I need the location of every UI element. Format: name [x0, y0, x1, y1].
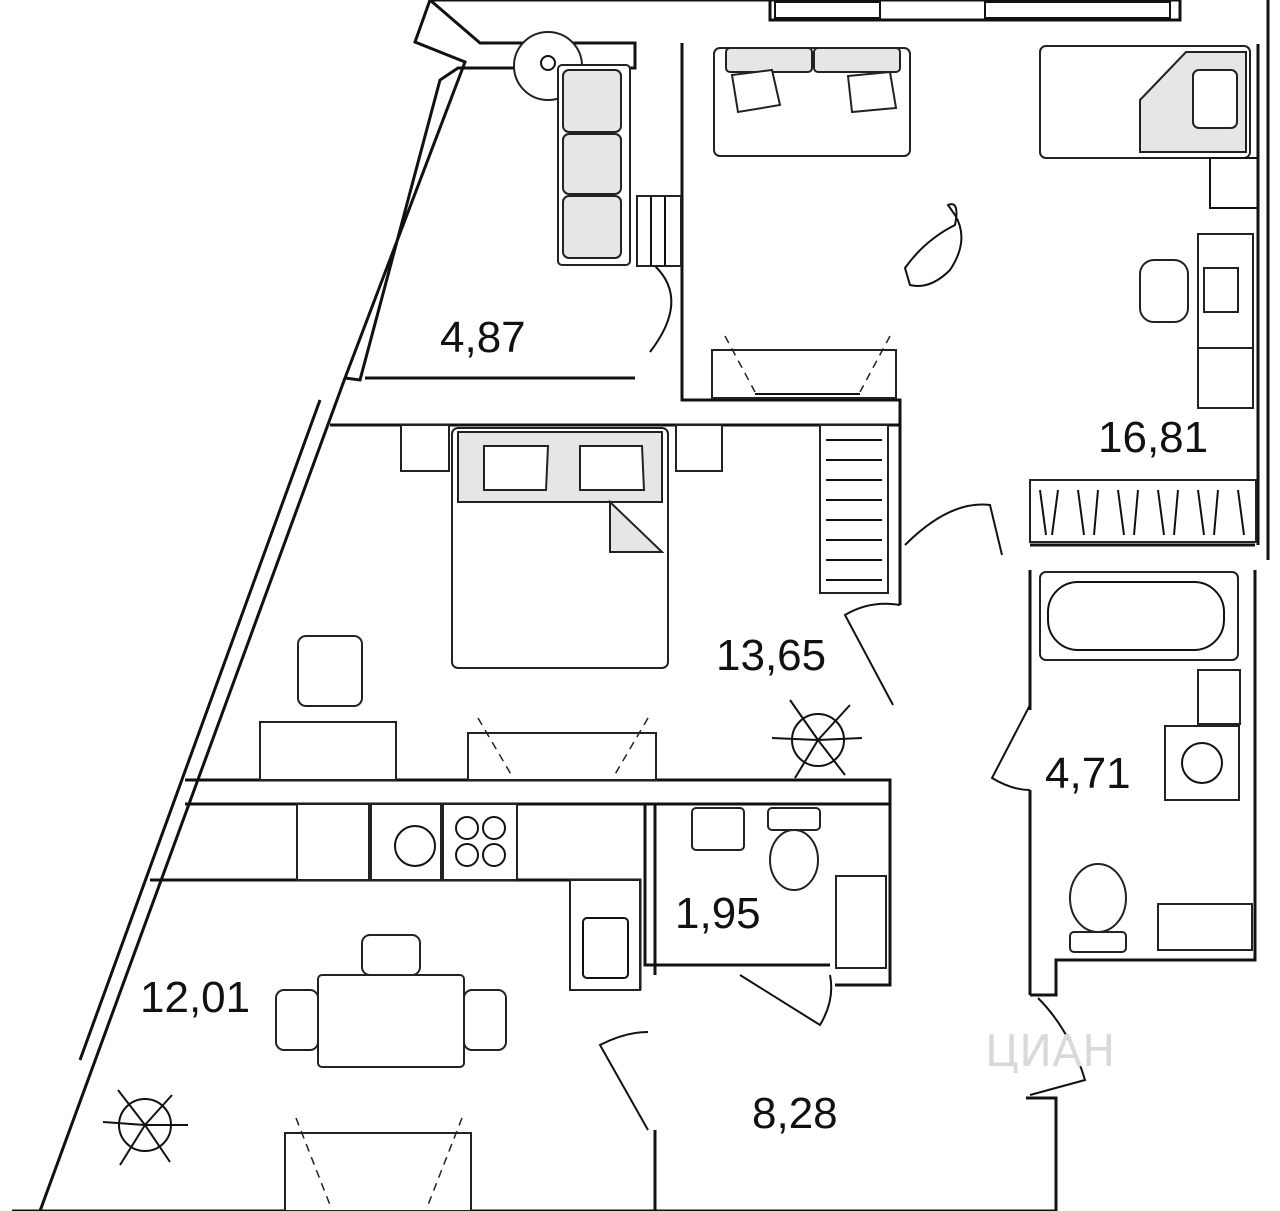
- nightstand-right: [675, 424, 723, 472]
- wardrobe-bedroom: [819, 424, 889, 594]
- dining-table: [317, 974, 465, 1068]
- dishwasher: [296, 803, 370, 881]
- kitchen-tv-stand: [284, 1132, 472, 1211]
- ottoman: [297, 635, 363, 707]
- area-bathroom: 4,71: [1045, 749, 1131, 798]
- wc-furniture: [691, 807, 887, 1027]
- kitchen-furniture: [102, 803, 641, 1211]
- plant-bedroom: [771, 699, 863, 779]
- office-chair: [1139, 259, 1189, 323]
- door-swing: [649, 265, 673, 353]
- wardrobe-living: [1029, 479, 1257, 543]
- area-living-room: 16,81: [1098, 413, 1208, 462]
- tv-stand: [711, 349, 897, 399]
- bedroom-furniture: [259, 424, 901, 781]
- bedroom-tv-stand: [467, 732, 657, 781]
- door-swing: [843, 602, 901, 706]
- door-swing: [739, 974, 833, 1027]
- area-balcony: 4,87: [440, 313, 526, 362]
- bathtub: [1039, 571, 1239, 661]
- door-swing: [904, 503, 1003, 556]
- bath-toilet: [1069, 863, 1127, 933]
- bath-sink: [1197, 669, 1241, 725]
- entrance-door-swing: [1029, 997, 1087, 1096]
- door-swing: [990, 704, 1031, 791]
- watermark: ЦИАН: [985, 1026, 1115, 1077]
- washing-machine: [1164, 725, 1240, 801]
- dresser: [259, 721, 397, 781]
- chair-left: [275, 989, 319, 1051]
- cooktop: [442, 803, 518, 881]
- living-room-furniture: [711, 45, 1259, 556]
- windows-top: [774, 1, 1171, 19]
- cat-figure: [903, 203, 963, 287]
- kitchen-sink: [569, 879, 641, 991]
- balcony-furniture: [513, 31, 682, 353]
- entrance-doors: [598, 997, 1087, 1131]
- plant-kitchen: [102, 1089, 188, 1166]
- wc-toilet: [769, 829, 819, 891]
- washing-machine-kitchen: [370, 803, 442, 881]
- area-kitchen: 12,01: [140, 973, 250, 1022]
- outer-walls: [12, 0, 1270, 1211]
- wc-sink: [691, 807, 745, 851]
- chair-right: [463, 989, 507, 1051]
- wc-cabinet: [835, 875, 887, 969]
- area-bedroom: 13,65: [716, 631, 826, 680]
- nightstand-left: [400, 424, 450, 472]
- bathroom-furniture: [990, 571, 1253, 953]
- bath-cabinet: [1157, 903, 1253, 951]
- area-hallway: 8,28: [752, 1089, 838, 1138]
- door-swing: [598, 1031, 649, 1131]
- chair-top: [361, 934, 421, 976]
- area-wc: 1,95: [675, 889, 761, 938]
